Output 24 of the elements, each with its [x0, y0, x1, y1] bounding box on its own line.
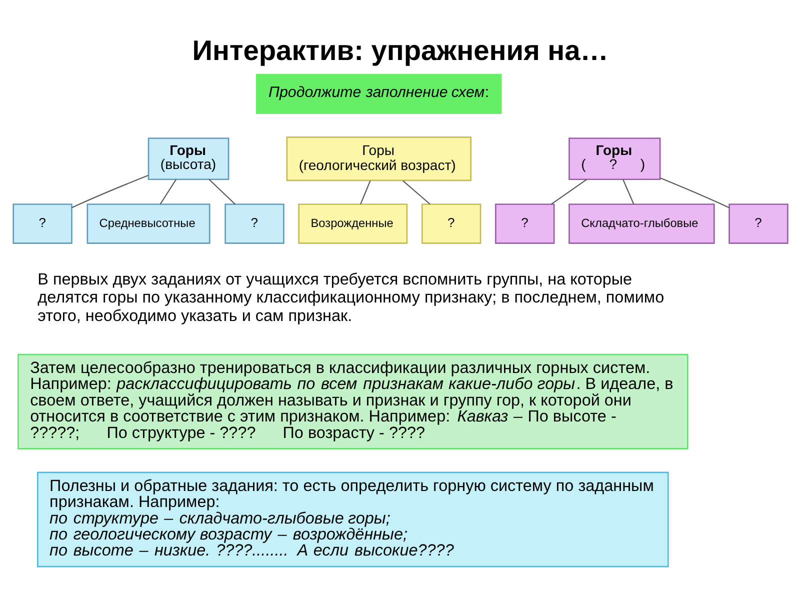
- node-box: Горы (высота): [147, 137, 229, 180]
- connector: [402, 180, 430, 204]
- node-box: ?: [420, 203, 481, 244]
- node-box: Продолжите заполнение схем:: [256, 73, 502, 114]
- node-box: Затем целесообразно тренироваться в классификации различных горных систем. Например: раскласcифицировать по всем признакам какие-либо горы. В идеале, в своем ответе, учащийся должен называть и признак и группу гор, к которой они относится в соответствие с этим признаком. Например: Кавказ – По высоте - ?????; По структуре - ???? По возрасту - ????: [17, 353, 688, 449]
- connector: [71, 174, 148, 208]
- connector: [208, 178, 235, 204]
- node-box: Возрожденные: [298, 203, 408, 244]
- connector: [622, 178, 634, 204]
- node-box: ?: [12, 203, 72, 244]
- node-box: ?: [224, 203, 284, 244]
- connector: [360, 180, 370, 204]
- node-box: Полезны и обратные задания: то есть определить горную систему по заданным признакам. Например: по структуре – складчато-глыбовые горы; по геологическому возрасту – возрождённые; по высоте – низкие. ????........ А если высокие????: [36, 471, 668, 567]
- diagram-title: Интерактив: упражнения на…: [192, 34, 608, 66]
- node-box: Средневысотные: [86, 203, 210, 244]
- connector: [660, 176, 729, 208]
- node-box: ?: [728, 203, 788, 244]
- node-box: ?: [494, 203, 554, 244]
- connector: [159, 178, 176, 204]
- connector: [550, 178, 587, 204]
- node-box: Складчато-глыбовые: [568, 203, 714, 244]
- node-box: Горы ( ? ): [568, 137, 660, 180]
- label: В первых двух заданиях от учащихся требуется вспомнить группы, на которые делятся горы по указанному классификационному признаку; в последнем, помимо этого, необходимо указать и сам признак.: [37, 270, 664, 325]
- node-box: Горы (геологический возраст): [286, 136, 471, 181]
